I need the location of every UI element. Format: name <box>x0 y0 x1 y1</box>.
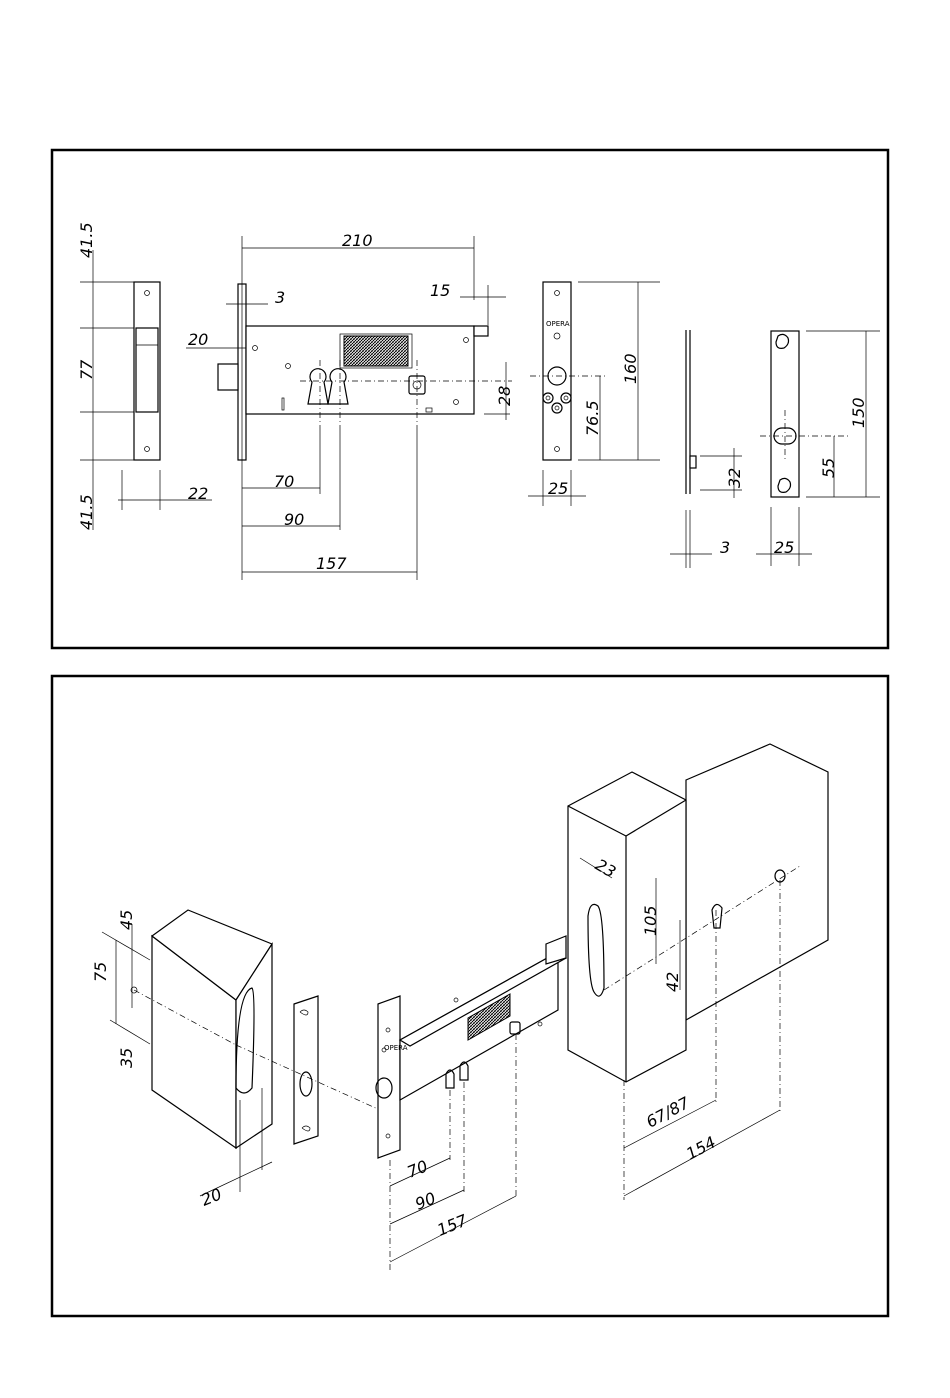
door-blocks <box>568 744 828 1200</box>
dim-plate-center: 76.5 <box>583 400 602 436</box>
dim-frame-b: 75 <box>91 962 110 982</box>
dim-faceplate-bottom: 41.5 <box>77 494 96 530</box>
dim-plate-height: 160 <box>621 353 640 384</box>
dim-strike-height: 150 <box>849 397 868 428</box>
dim-backset-90: 90 <box>284 510 304 529</box>
dim-faceplate-width: 22 <box>188 484 208 503</box>
opera-logo: OPERA <box>546 320 570 328</box>
dim-door-cylinder: 67/87 <box>643 1093 693 1132</box>
dim-door-spindle: 154 <box>683 1132 719 1163</box>
dim-faceplate-top: 41.5 <box>77 222 96 258</box>
dim-frame-a: 45 <box>117 910 136 930</box>
dim-frame-depth: 20 <box>198 1184 224 1209</box>
dim-strike-width: 25 <box>774 538 794 557</box>
dim-bolt-offset: 20 <box>188 330 208 349</box>
dim-faceplate-middle: 77 <box>77 359 96 380</box>
strike-side-view <box>670 330 742 568</box>
dim-door-offset: 42 <box>663 972 682 992</box>
dim-backset-157: 157 <box>316 554 347 573</box>
dim-plate-width: 25 <box>548 479 568 498</box>
opera-logo-iso: OPERA <box>384 1044 408 1052</box>
dim-lock-length: 210 <box>342 231 373 250</box>
front-plate-view <box>528 282 660 506</box>
dim-iso-backset-90: 90 <box>412 1188 438 1213</box>
dim-front-thickness: 3 <box>275 288 285 307</box>
bottom-drawing: 45 75 35 20 OPERA <box>91 744 828 1270</box>
lock-body-view <box>186 236 512 580</box>
dim-door-slot-height: 105 <box>641 905 660 936</box>
dim-backset-70: 70 <box>274 472 294 491</box>
dim-frame-c: 35 <box>117 1048 136 1068</box>
dim-strike-center: 55 <box>819 458 838 478</box>
strike-plate-view <box>756 331 880 566</box>
top-drawing: 41.5 77 41.5 22 <box>77 222 880 580</box>
dim-body-height: 28 <box>495 386 514 406</box>
lock-body-iso: OPERA <box>376 936 566 1270</box>
dim-iso-backset-70: 70 <box>404 1156 430 1181</box>
dim-strike-opening: 32 <box>725 468 744 488</box>
dim-iso-backset-157: 157 <box>434 1210 470 1239</box>
dim-strike-thickness: 3 <box>720 538 730 557</box>
dim-bolt-projection: 15 <box>430 281 450 300</box>
